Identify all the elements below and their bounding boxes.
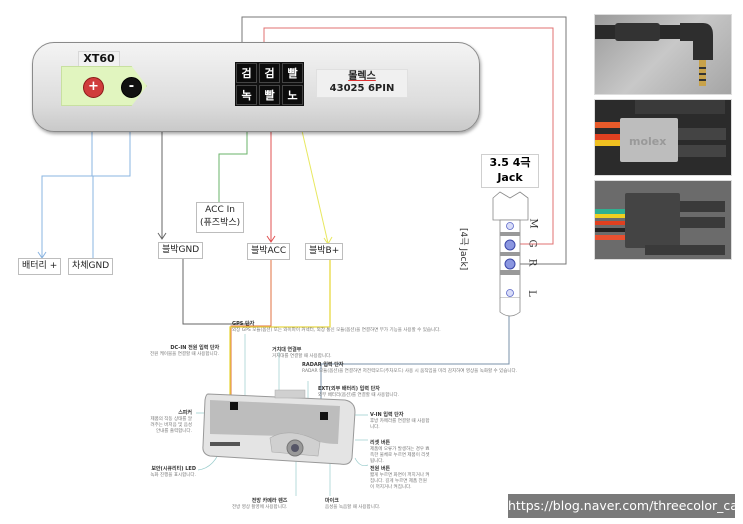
pin-red-1: 빨 bbox=[282, 63, 303, 83]
jack-pin-r: R bbox=[526, 258, 538, 267]
blackbox-bplus-label: 블박B+ bbox=[305, 243, 344, 260]
pin-black-1: 검 bbox=[236, 63, 257, 83]
pin-black-2: 검 bbox=[259, 63, 280, 83]
pin-yellow: 노 bbox=[282, 85, 303, 105]
wire-black-to-jack bbox=[241, 16, 567, 265]
wire-red-to-jack bbox=[263, 27, 554, 245]
blackbox-acc-label: 블박ACC bbox=[247, 243, 291, 260]
jack-plug bbox=[492, 191, 529, 317]
battery-plus-label: 배터리 + bbox=[18, 258, 62, 275]
jack-side-label: [4극 Jack] bbox=[458, 228, 468, 271]
jack-plug-photo bbox=[594, 14, 732, 95]
jack-title-line1: 3.5 4극 bbox=[489, 156, 531, 169]
molex-photo-text: molex bbox=[629, 135, 666, 148]
molex-label: 몰렉스 43025 6PIN bbox=[316, 69, 408, 98]
blackbox-gnd-label: 블박GND bbox=[158, 242, 204, 259]
pin-red-2: 빨 bbox=[259, 85, 280, 105]
wire-blue-minus bbox=[92, 97, 131, 264]
positive-terminal-icon: + bbox=[83, 77, 104, 98]
jack-pin-m: M bbox=[527, 218, 539, 229]
arrow-gnd bbox=[157, 232, 167, 240]
wire-jack-to-radar bbox=[320, 313, 510, 412]
arrow-acc bbox=[266, 235, 276, 243]
jack-pin-l: L bbox=[525, 290, 537, 297]
molex-pin-grid: 검 검 빨 녹 빨 노 bbox=[235, 62, 304, 106]
negative-terminal-icon: - bbox=[121, 77, 142, 98]
acc-in-label: ACC In (퓨즈박스) bbox=[196, 202, 245, 233]
acc-in-line1: ACC In bbox=[205, 205, 235, 215]
connector-wires-photo bbox=[594, 180, 732, 260]
jack-title: 3.5 4극 Jack bbox=[481, 154, 539, 188]
blog-watermark: https://blog.naver.com/threecolor_cat bbox=[508, 494, 743, 518]
jack-title-line2: Jack bbox=[497, 171, 523, 184]
dashcam-device bbox=[202, 389, 356, 465]
wire-yellow-bplus-down bbox=[229, 258, 331, 400]
pin-green: 녹 bbox=[236, 85, 257, 105]
jack-pin-g: G bbox=[526, 239, 538, 248]
chassis-gnd-label: 차체GND bbox=[68, 258, 114, 275]
wire-blue-plus bbox=[41, 97, 93, 257]
wire-red-acc-down bbox=[230, 258, 272, 396]
acc-in-line2: (퓨즈박스) bbox=[200, 218, 241, 228]
molex-connector-photo: molex bbox=[594, 99, 732, 176]
molex-model: 43025 6PIN bbox=[329, 83, 395, 94]
wire-gray-gnd-down bbox=[182, 256, 251, 325]
xt60-title: XT60 bbox=[78, 51, 120, 67]
molex-name: 몰렉스 bbox=[348, 71, 376, 82]
